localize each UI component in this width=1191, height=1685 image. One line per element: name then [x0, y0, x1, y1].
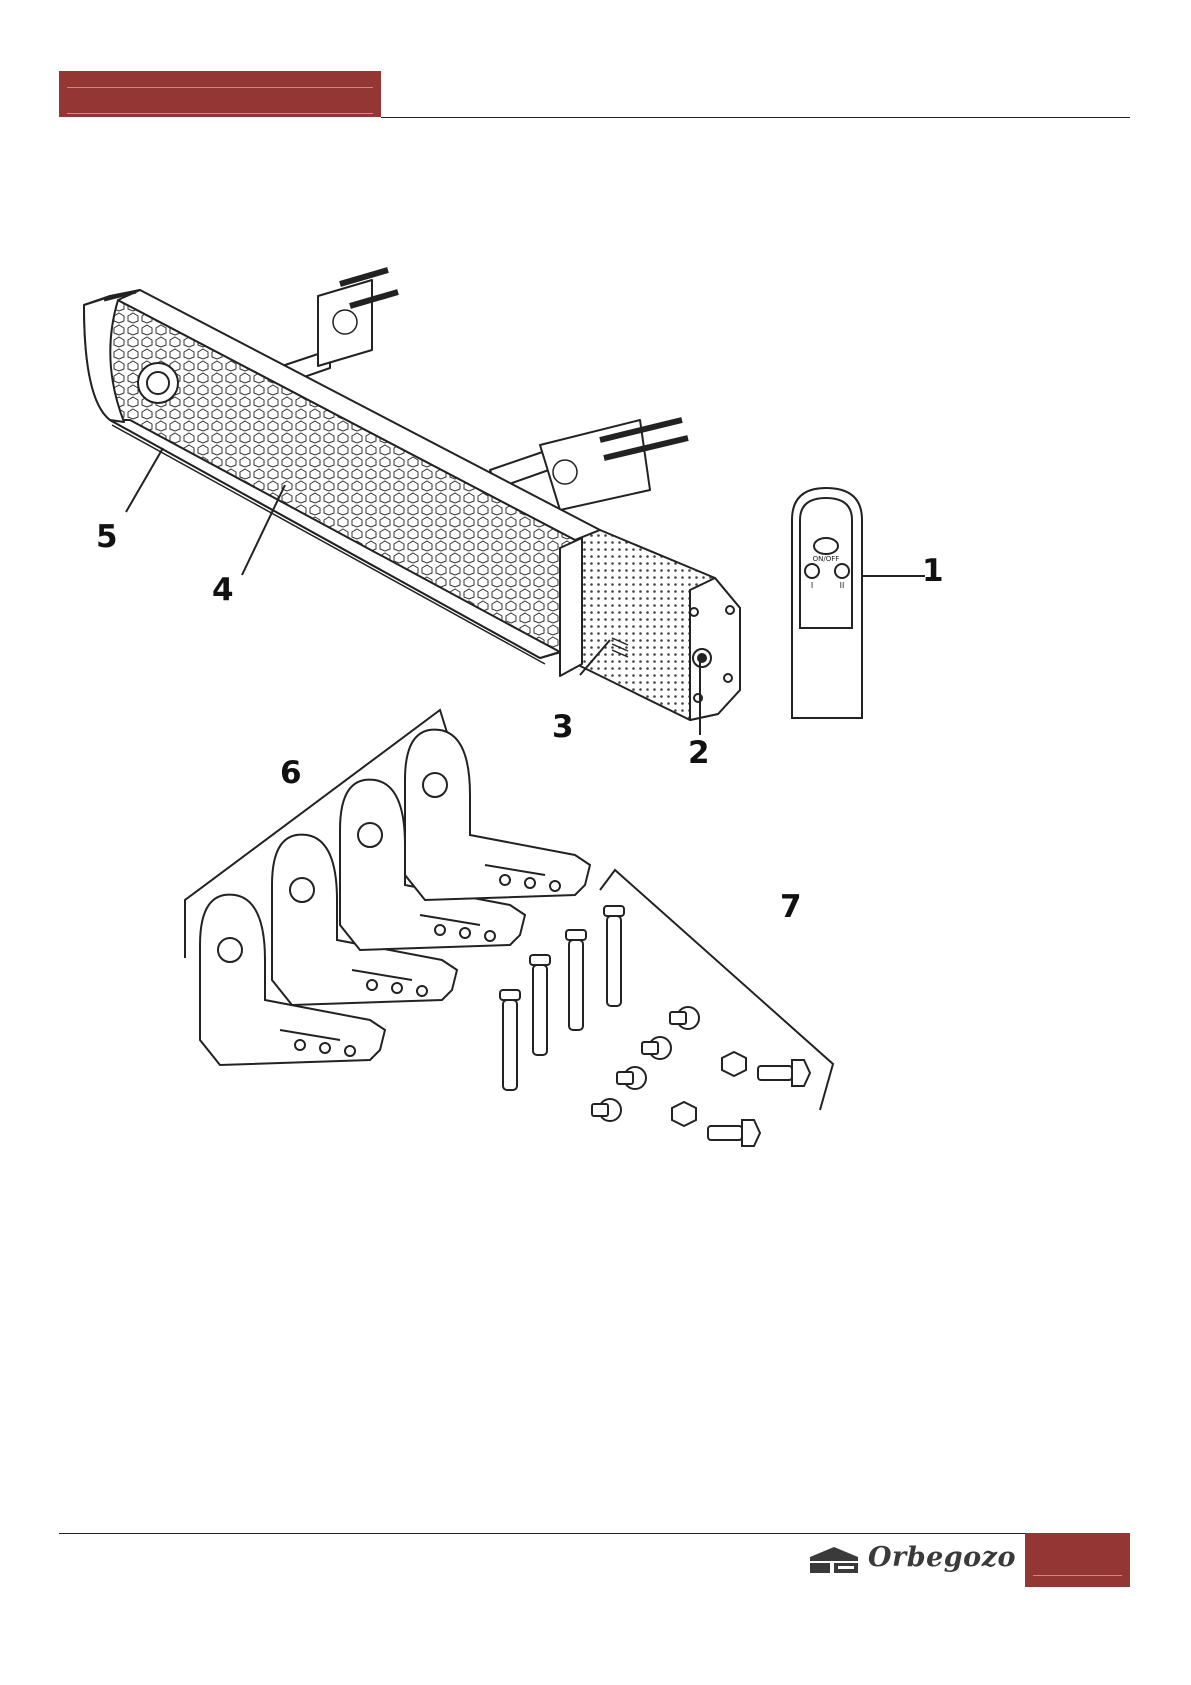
- remote-level1-label: I: [811, 581, 813, 590]
- l-bracket: [405, 730, 590, 900]
- l-brackets: [200, 730, 590, 1065]
- screw: [617, 1067, 646, 1089]
- callout-5: 5: [96, 522, 118, 553]
- brand-mark-icon: [808, 1545, 860, 1575]
- hex-bolt: [708, 1120, 760, 1146]
- remote-level2-label: II: [840, 581, 845, 590]
- callout-3: 3: [552, 712, 574, 743]
- brand-logo: Orbegozo: [808, 1545, 1013, 1575]
- footer-accent-tab: [1025, 1533, 1130, 1587]
- callout-4: 4: [212, 575, 234, 606]
- fixing-kit: [500, 906, 810, 1146]
- callout-2: 2: [688, 738, 710, 769]
- callout-6: 6: [280, 758, 302, 789]
- hex-bolt: [758, 1060, 810, 1086]
- hex-nut: [672, 1102, 696, 1126]
- hex-nut: [722, 1052, 746, 1076]
- footer-rule: [59, 1533, 1025, 1534]
- expansion-anchor: [530, 955, 550, 1055]
- heater-unit: [84, 270, 740, 720]
- remote-control: ON/OFF I II: [792, 488, 862, 718]
- expansion-anchor: [566, 930, 586, 1030]
- screw: [670, 1007, 699, 1029]
- expansion-anchor: [500, 990, 520, 1090]
- callout-1: 1: [922, 556, 944, 587]
- screw: [592, 1099, 621, 1121]
- screw: [642, 1037, 671, 1059]
- expansion-anchor: [604, 906, 624, 1006]
- brand-wordmark: Orbegozo: [868, 1542, 1016, 1573]
- callout-7: 7: [780, 892, 802, 923]
- remote-power-label: ON/OFF: [813, 555, 840, 563]
